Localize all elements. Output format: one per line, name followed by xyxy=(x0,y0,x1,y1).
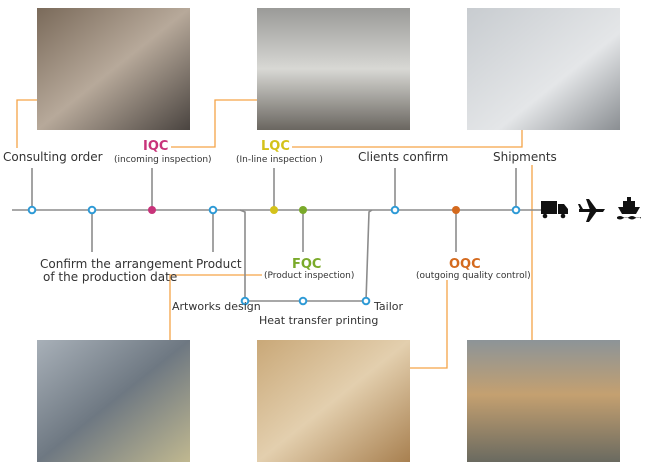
node-oqc xyxy=(452,206,460,214)
truck-icon xyxy=(541,201,568,219)
office-photo xyxy=(37,8,190,130)
packed-cartons-photo xyxy=(467,340,620,462)
oqc-desc: (outgoing quality control) xyxy=(416,271,531,281)
fqc-desc: (Product inspection) xyxy=(264,271,354,281)
oqc-title: OQC xyxy=(449,257,481,272)
node-consulting xyxy=(27,205,37,215)
label-tailor: Tailor xyxy=(373,300,403,313)
lqc-desc: (In-line inspection ) xyxy=(236,155,323,165)
label-consulting: Consulting order xyxy=(3,150,103,164)
fqc-title: FQC xyxy=(292,257,321,272)
node-fqc xyxy=(299,206,307,214)
airplane-icon xyxy=(578,199,605,222)
node-iqc xyxy=(148,206,156,214)
label-artworks: Artworks design xyxy=(172,300,261,313)
sewing-workshop-photo xyxy=(37,340,190,462)
cutting-room-photo xyxy=(467,8,620,130)
node-clients xyxy=(390,205,400,215)
node-shipments xyxy=(511,205,521,215)
label-clients: Clients confirm xyxy=(358,150,448,164)
inspection-photo xyxy=(257,340,410,462)
label-confirm-2: of the production date xyxy=(43,270,177,284)
node-confirm xyxy=(87,205,97,215)
lqc-title: LQC xyxy=(261,139,290,154)
warehouse-materials-photo xyxy=(257,8,410,130)
label-confirm-1: Confirm the arrangement xyxy=(40,257,193,271)
node-lqc xyxy=(270,206,278,214)
label-product: Product xyxy=(196,257,242,271)
node-heat xyxy=(298,296,308,306)
iqc-desc: (incoming inspection) xyxy=(114,155,212,165)
label-heat: Heat transfer printing xyxy=(259,314,378,327)
node-tailor xyxy=(361,296,371,306)
node-product xyxy=(208,205,218,215)
node-artworks xyxy=(240,296,250,306)
ship-icon xyxy=(617,197,641,220)
iqc-title: IQC xyxy=(143,139,168,154)
label-shipments: Shipments xyxy=(493,150,557,164)
photo-connectors xyxy=(16,99,533,369)
